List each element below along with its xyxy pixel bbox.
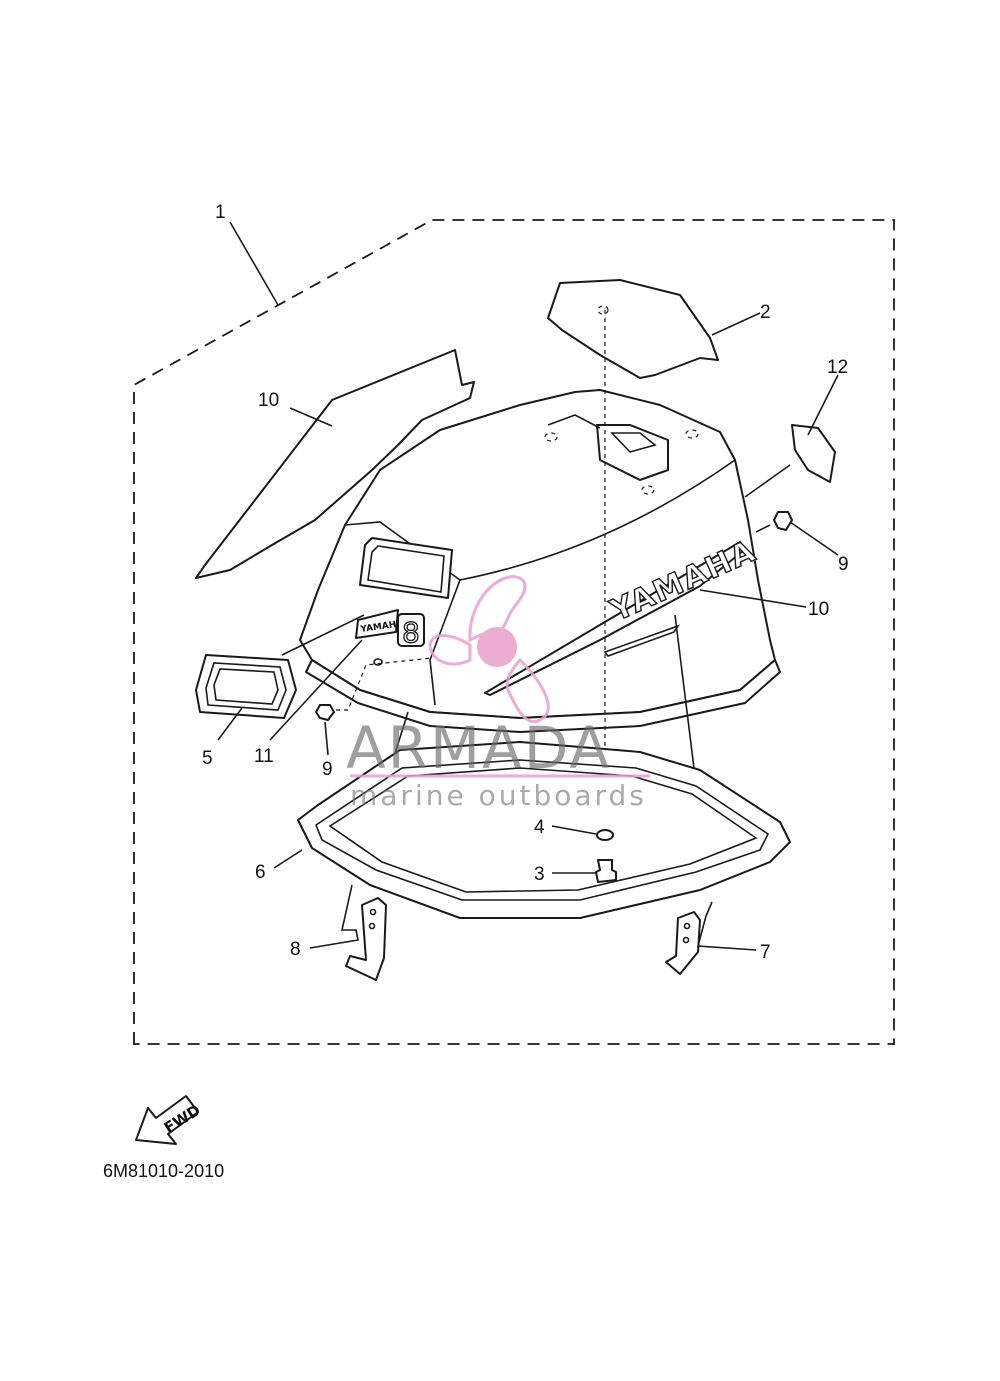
lid-hole <box>597 305 609 315</box>
washer <box>596 829 614 841</box>
bracket-left <box>345 897 387 981</box>
callout-4: 4 <box>534 817 545 838</box>
cowling-seal <box>297 741 791 919</box>
callout-7: 7 <box>760 942 771 963</box>
leader-5 <box>217 707 243 741</box>
screw-hole <box>373 658 383 666</box>
leader-9a-b <box>755 524 771 533</box>
leader-9a <box>789 521 839 556</box>
callout-3: 3 <box>534 864 545 885</box>
cover-lid <box>547 279 719 379</box>
leader-11 <box>269 639 363 741</box>
bracket-right <box>665 911 701 975</box>
leader-5b <box>281 614 365 656</box>
callout-9-right: 9 <box>838 554 849 575</box>
cowling-rim <box>305 659 781 733</box>
model-badge: YAMAHA 8 <box>355 609 425 650</box>
intake-rubber <box>195 654 297 719</box>
front-recess-inner <box>367 545 445 593</box>
watermark: ARMADA marine outboards <box>346 575 650 812</box>
intake-opening <box>610 432 657 453</box>
model-number-text: 8 <box>402 616 420 649</box>
fwd-arrow-icon: FWD <box>135 1095 204 1145</box>
part-code: 6M81010-2010 <box>103 1161 224 1181</box>
leader-12b <box>744 464 791 498</box>
intake-hole-right <box>685 429 699 439</box>
bolt-right <box>773 511 793 531</box>
intake-block <box>596 424 669 481</box>
drain-plug <box>791 424 836 483</box>
callout-1: 1 <box>215 202 226 223</box>
leader-10a <box>289 407 333 427</box>
watermark-title: ARMADA <box>346 714 611 782</box>
propeller-logo <box>428 575 550 724</box>
leader-9b <box>324 721 329 756</box>
callout-5: 5 <box>202 748 213 769</box>
callout-2: 2 <box>760 302 771 323</box>
intake-side <box>547 414 601 429</box>
side-decal-upper <box>195 349 475 579</box>
leader-4 <box>551 825 597 835</box>
callout-8: 8 <box>290 939 301 960</box>
watermark-subtitle: marine outboards <box>350 779 647 812</box>
callout-10-upper: 10 <box>258 390 279 411</box>
leader-1 <box>229 221 279 306</box>
intake-hole-bottom <box>641 485 655 495</box>
assembly-boundary <box>133 219 895 1045</box>
callout-12: 12 <box>827 357 848 378</box>
leader-10b <box>699 589 807 608</box>
callout-11: 11 <box>254 746 274 767</box>
leader-7 <box>696 901 757 951</box>
bolt-center <box>595 859 617 883</box>
callout-9-left: 9 <box>322 759 333 780</box>
screw-left <box>315 704 335 721</box>
leader-8 <box>309 884 359 949</box>
intake-hole-left <box>544 432 558 442</box>
callout-10-lower: 10 <box>808 599 829 620</box>
cowling-side-curve <box>459 459 736 581</box>
leader-12 <box>807 374 839 436</box>
callout-6: 6 <box>255 862 266 883</box>
leader-6 <box>273 849 303 869</box>
leader-2 <box>711 312 761 336</box>
